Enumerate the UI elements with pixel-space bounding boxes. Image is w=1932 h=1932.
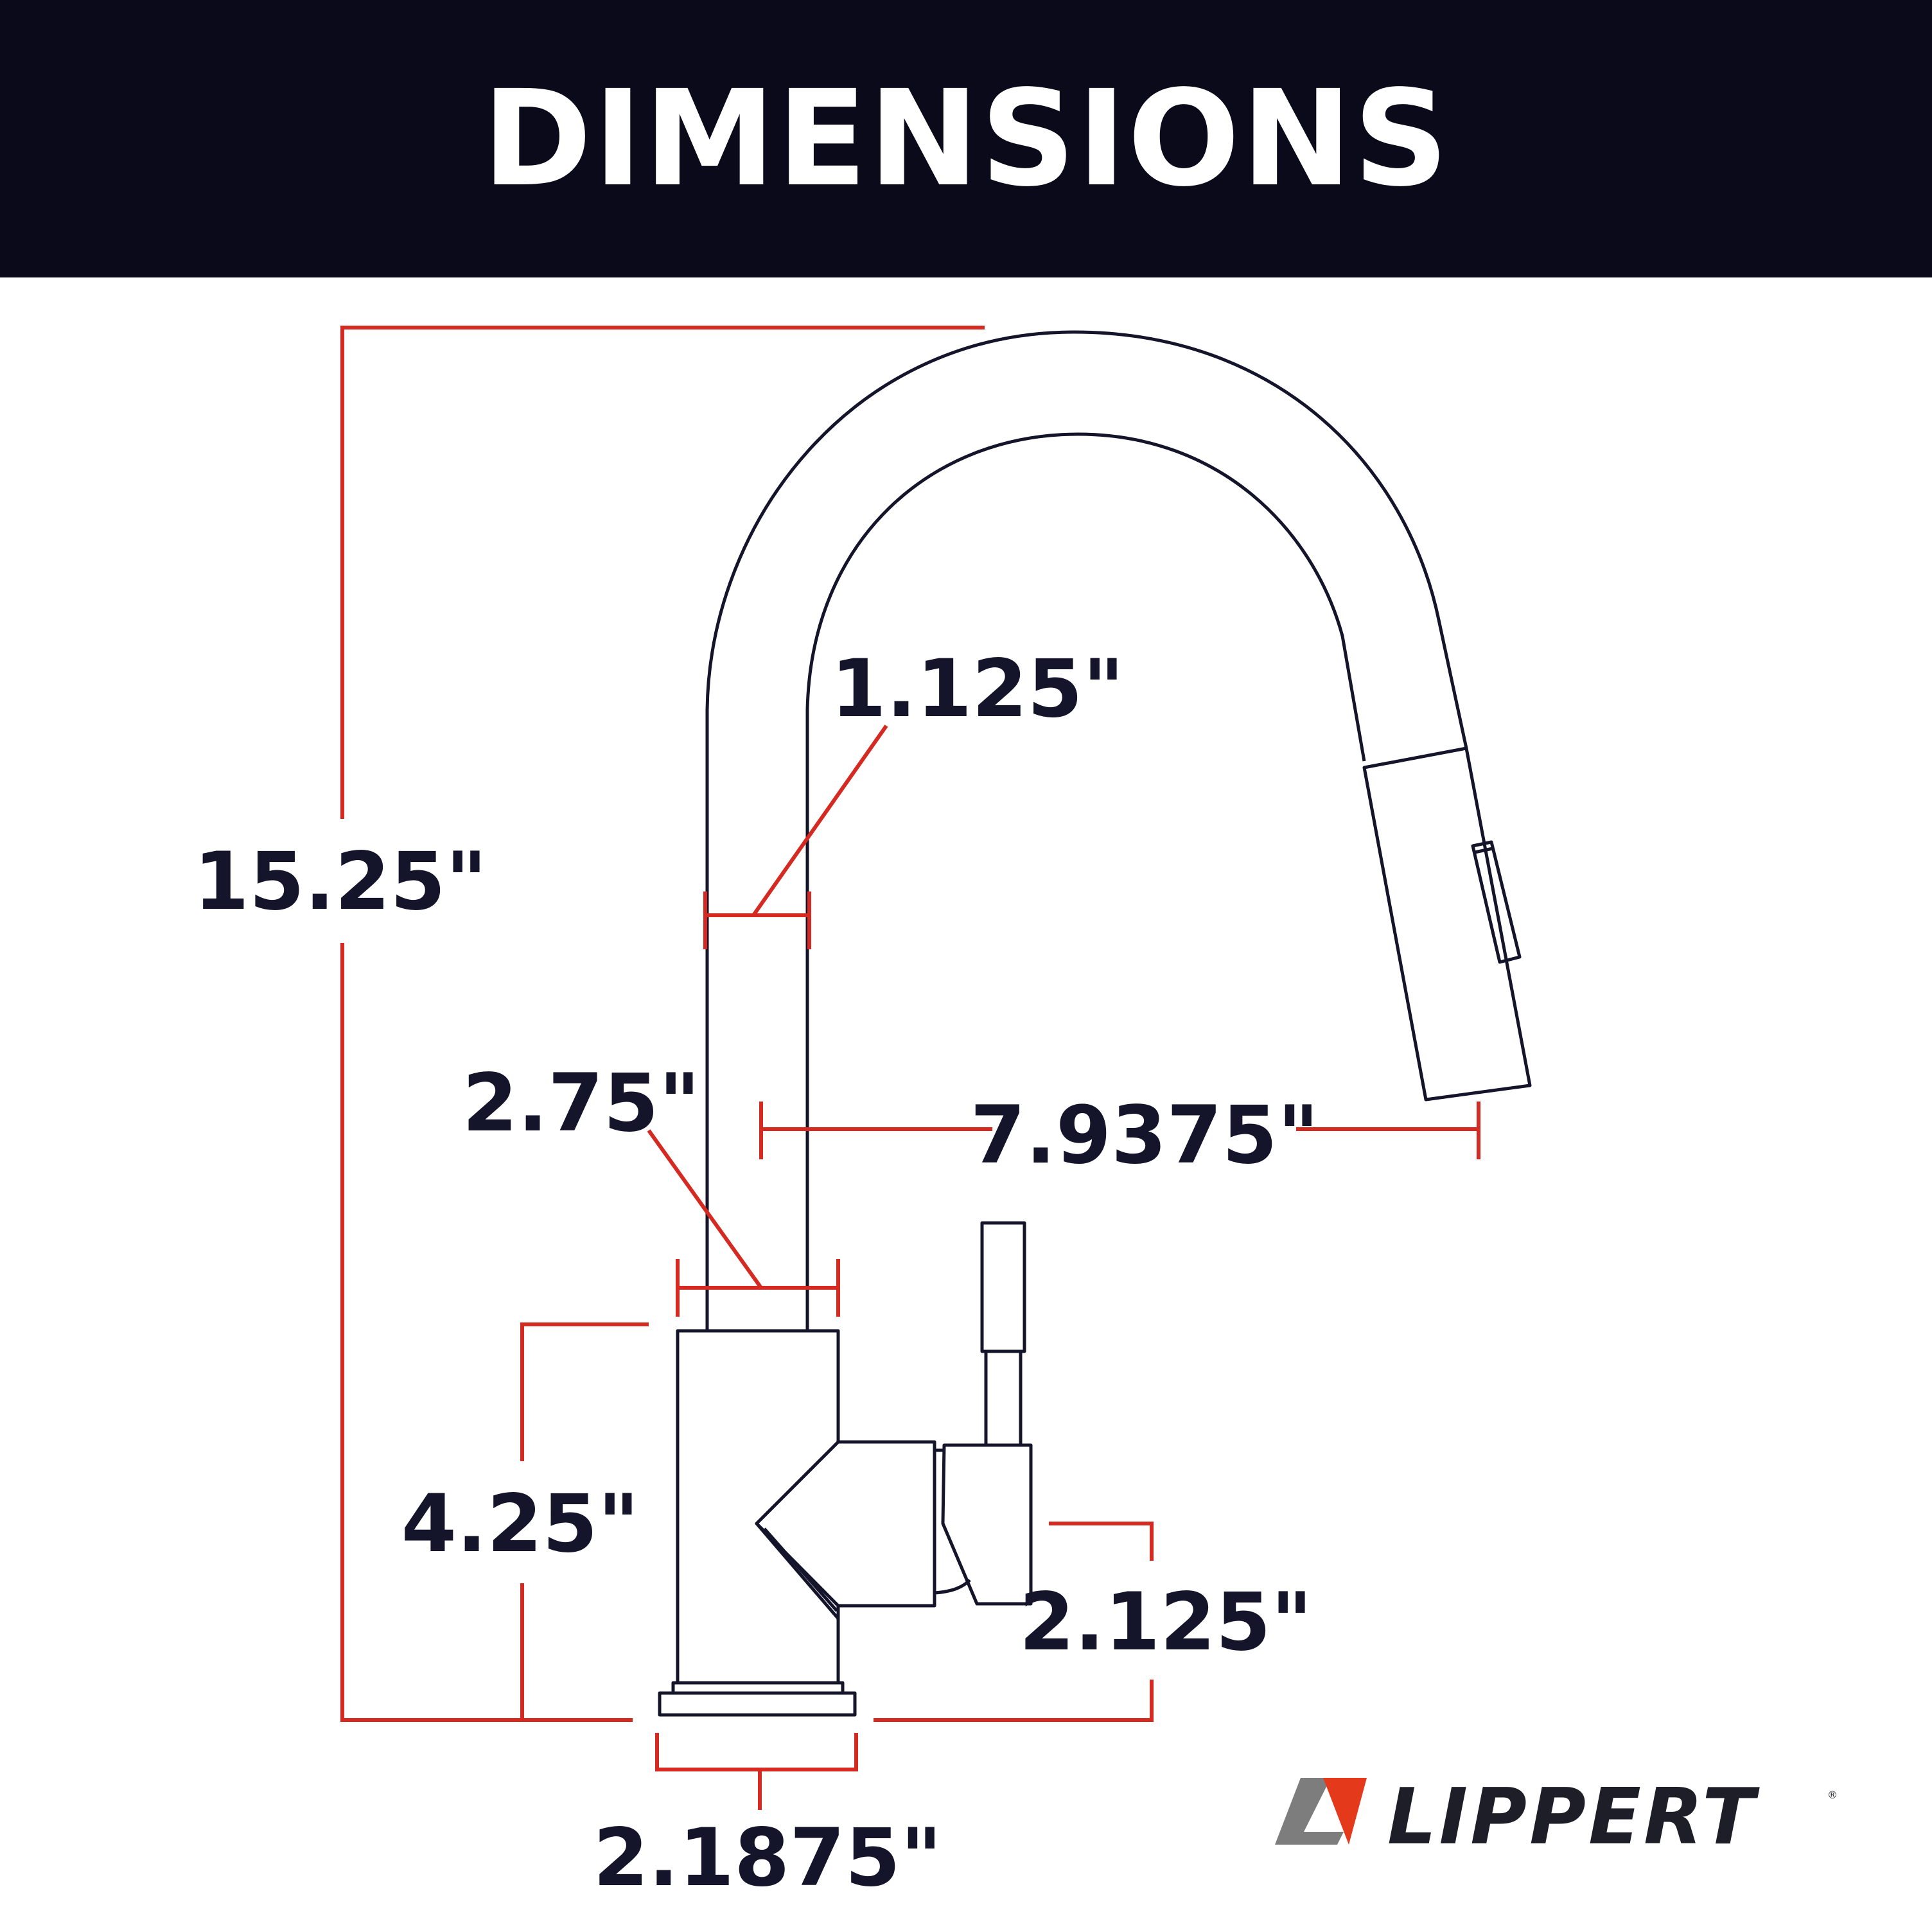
spray-button (1471, 840, 1522, 964)
label-spout-diameter: 1.125" (831, 643, 1125, 735)
logo-mark-orange (1323, 1778, 1367, 1845)
spout-inner-edge (805, 432, 1366, 1331)
dim-line-base-width (655, 1733, 858, 1810)
dim-line-body-diameter (647, 1129, 840, 1317)
dim-line-overall-height (340, 326, 985, 1722)
spray-head (1362, 746, 1532, 1102)
dim-line-spout-diameter (703, 724, 888, 949)
faucet-outline (658, 330, 1532, 1717)
logo-mark-gray (1275, 1778, 1344, 1845)
lever-block (941, 1443, 1033, 1606)
label-body-diameter: 2.75" (462, 1057, 701, 1150)
base-plate-lower (658, 1691, 857, 1717)
logo-registered: ® (1827, 1789, 1838, 1801)
dimension-lines (340, 326, 1480, 1810)
page-title: DIMENSIONS (482, 62, 1450, 216)
label-body-height: 4.25" (401, 1478, 640, 1570)
lever-handle-stem (984, 1349, 1023, 1447)
label-spout-reach: 7.9375" (970, 1089, 1319, 1182)
dim-line-handle-height (874, 1522, 1154, 1722)
dim-line-spout-reach (759, 1102, 1480, 1159)
lippert-logo: LIPPERT ® (1275, 1773, 1838, 1862)
label-handle-height: 2.125" (1019, 1576, 1313, 1669)
label-overall-height: 15.25" (194, 836, 487, 928)
dim-line-body-height (520, 1322, 649, 1720)
label-base-width: 2.1875" (593, 1812, 942, 1904)
logo-wordmark: LIPPERT (1387, 1773, 1760, 1862)
header-banner: DIMENSIONS (0, 0, 1932, 277)
lever-housing (755, 1440, 936, 1620)
lever-handle-top (980, 1221, 1026, 1353)
spout-outer-edge (705, 330, 1468, 1331)
